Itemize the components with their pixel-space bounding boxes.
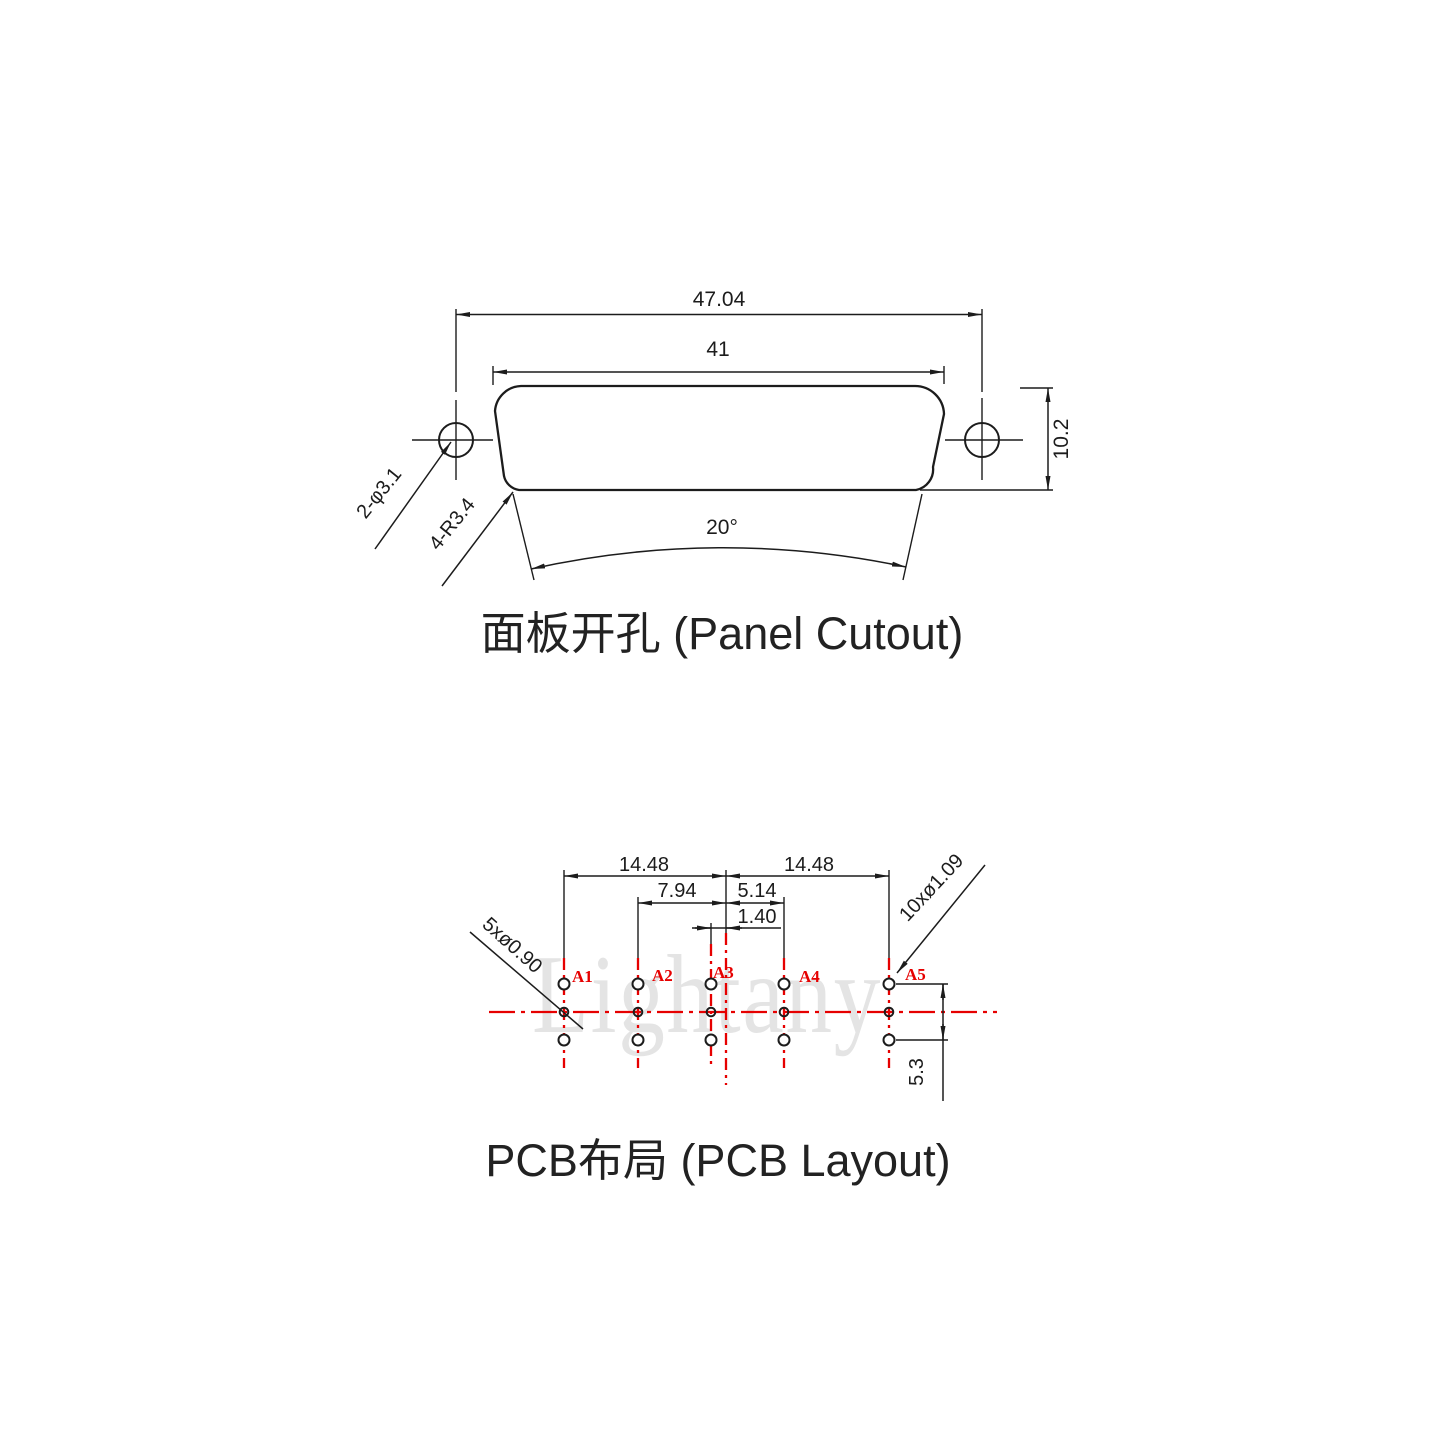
hole-a2-bottom (631, 1033, 645, 1047)
hole-a3-bottom (704, 1033, 718, 1047)
hole-a4-bottom (777, 1033, 791, 1047)
hole-a3-mid (705, 1006, 717, 1018)
pin-label-a1: A1 (572, 967, 593, 986)
dim-a3-offset: 1.40 (738, 906, 777, 928)
hole-a1-bottom (557, 1033, 571, 1047)
dim-cutout-width: 41 (706, 338, 729, 361)
hole-a5-top (882, 977, 896, 991)
dim-row-spacing: 5.3 (906, 1058, 928, 1086)
hole-a4-mid (778, 1006, 790, 1018)
leader-signal-holes (469, 931, 584, 1030)
leader-corner-radius (441, 491, 514, 587)
panel-section-title: 面板开孔 (Panel Cutout) (481, 608, 964, 659)
hole-a1-mid (558, 1006, 570, 1018)
label-mount-holes: 2-φ3.1 (352, 464, 406, 523)
pin-label-a2: A2 (652, 966, 673, 985)
hole-a4-top (777, 977, 791, 991)
leader-mount-holes-pcb (896, 864, 986, 974)
angle-ext-left (512, 493, 535, 581)
pin-holes (557, 977, 896, 1047)
label-corner-radius: 4-R3.4 (425, 494, 480, 554)
pcb-section-title: PCB布局 (PCB Layout) (485, 1135, 950, 1186)
pin-label-a4: A4 (799, 967, 820, 986)
dim-height: 10.2 (1050, 419, 1073, 460)
label-mount-holes-pcb: 10xø1.09 (895, 850, 968, 926)
angle-arc (530, 547, 907, 570)
leader-mount-holes (374, 441, 452, 550)
hole-a1-top (557, 977, 571, 991)
hole-a5-bottom (882, 1033, 896, 1047)
pin-label-a5: A5 (905, 965, 926, 984)
dim-a4-offset: 5.14 (738, 880, 777, 902)
dim-outer-width: 47.04 (693, 288, 746, 311)
hole-a3-top (704, 977, 718, 991)
dim-angle: 20° (706, 516, 738, 539)
dim-a2-offset: 7.94 (658, 880, 697, 902)
hole-a5-mid (883, 1006, 895, 1018)
hole-a2-top (631, 977, 645, 991)
dim-right-span: 14.48 (784, 854, 834, 876)
panel-cutout-outline (493, 384, 946, 492)
dim-left-span: 14.48 (619, 854, 669, 876)
pin-label-a3: A3 (713, 963, 734, 982)
angle-ext-right (902, 493, 923, 581)
panel-cutout-view: 47.04 41 10.2 2-φ3.1 4-R3.4 20° (352, 288, 1073, 659)
hole-a2-mid (632, 1006, 644, 1018)
pcb-layout-view: Lightany 14.48 14.48 7.94 5.14 1.40 (469, 850, 997, 1186)
